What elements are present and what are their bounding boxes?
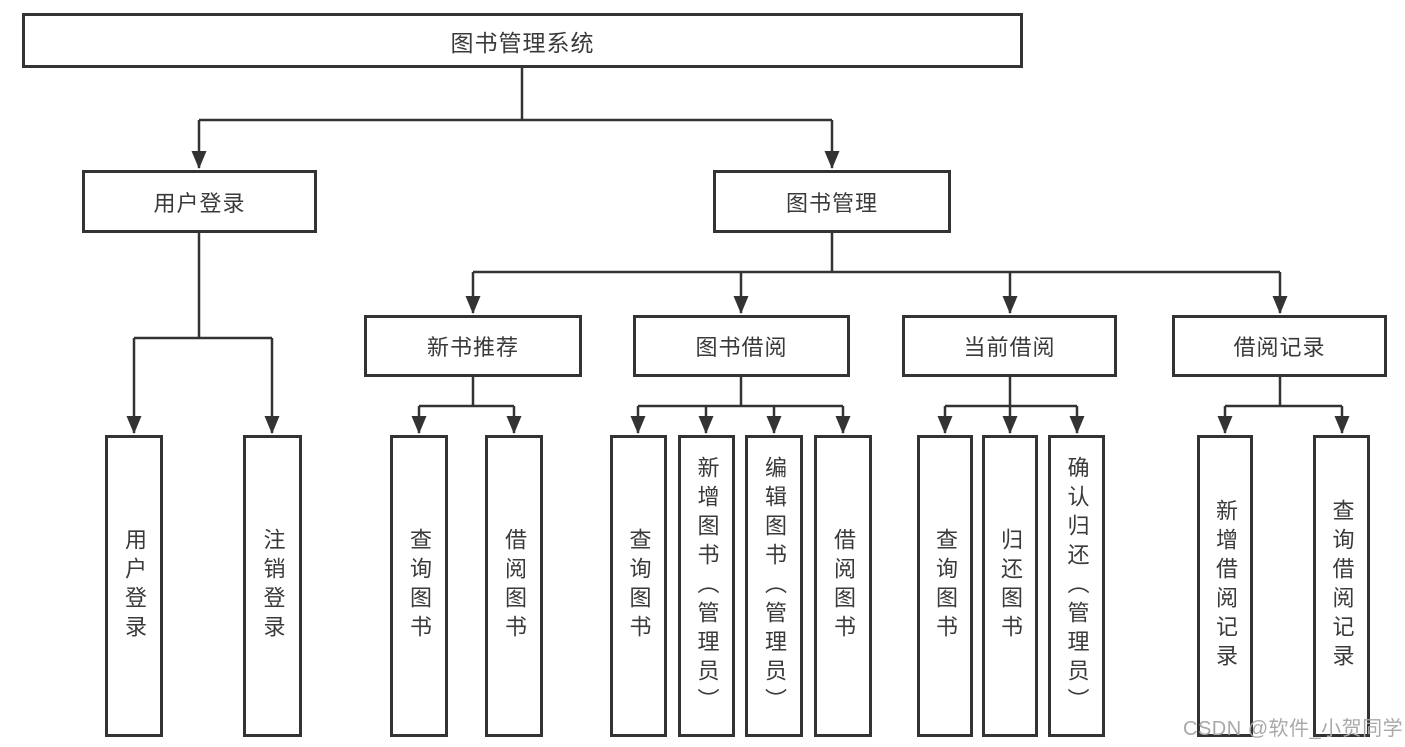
node-label: 当前借阅 — [963, 335, 1056, 360]
node-book-management: 图书管理 — [713, 170, 951, 233]
leaf-query-borrow-record: 查询借阅记录 — [1313, 435, 1370, 737]
leaf-borrow-books-2: 借阅图书 — [814, 435, 872, 737]
node-label: 图书借阅 — [695, 335, 788, 360]
leaf-label: 查询图书 — [407, 528, 432, 644]
node-root-system: 图书管理系统 — [22, 13, 1023, 68]
leaf-label: 查询图书 — [626, 528, 652, 644]
node-user-login: 用户登录 — [82, 170, 317, 233]
node-label: 用户登录 — [153, 190, 246, 216]
node-label: 借阅记录 — [1233, 335, 1326, 360]
leaf-label: 用户登录 — [122, 528, 147, 644]
leaf-user-login: 用户登录 — [105, 435, 163, 737]
node-label: 新书推荐 — [426, 335, 519, 360]
leaf-query-books-3: 查询图书 — [917, 435, 973, 737]
leaf-label: 确认归还（管理员） — [1064, 455, 1090, 717]
leaf-label: 借阅图书 — [831, 528, 856, 644]
leaf-edit-book-admin: 编辑图书（管理员） — [745, 435, 803, 737]
csdn-watermark: CSDN @软件_小贺同学 — [1183, 718, 1404, 740]
node-label: 图书管理系统 — [450, 29, 595, 56]
leaf-label: 借阅图书 — [502, 528, 527, 644]
leaf-label: 注销登录 — [260, 528, 286, 644]
leaf-return-book: 归还图书 — [982, 435, 1038, 737]
leaf-query-books-1: 查询图书 — [390, 435, 448, 737]
node-borrow-records: 借阅记录 — [1172, 315, 1387, 377]
leaf-label: 新增图书（管理员） — [694, 455, 720, 717]
leaf-label: 查询图书 — [933, 528, 958, 644]
leaf-label: 编辑图书（管理员） — [762, 455, 787, 717]
node-current-borrow: 当前借阅 — [902, 315, 1117, 377]
node-book-borrow: 图书借阅 — [633, 315, 850, 377]
leaf-logout: 注销登录 — [243, 435, 302, 737]
leaf-label: 归还图书 — [998, 528, 1023, 644]
node-label: 图书管理 — [785, 190, 878, 216]
node-new-book-recommend: 新书推荐 — [364, 315, 582, 377]
leaf-label: 新增借阅记录 — [1213, 499, 1238, 673]
leaf-borrow-books-1: 借阅图书 — [485, 435, 543, 737]
leaf-add-book-admin: 新增图书（管理员） — [678, 435, 735, 737]
leaf-confirm-return-admin: 确认归还（管理员） — [1048, 435, 1105, 737]
leaf-label: 查询借阅记录 — [1329, 499, 1355, 673]
leaf-query-books-2: 查询图书 — [610, 435, 667, 737]
leaf-add-borrow-record: 新增借阅记录 — [1197, 435, 1253, 737]
